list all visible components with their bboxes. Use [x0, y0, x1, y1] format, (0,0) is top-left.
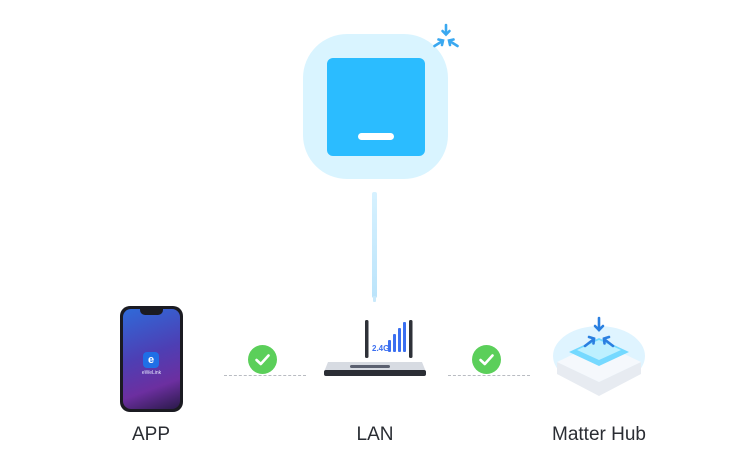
matter-device-indicator [358, 133, 394, 140]
app-lan-connector [224, 375, 306, 376]
check-icon [472, 345, 501, 374]
phone-screen: e eWeLink [123, 309, 180, 409]
phone-app-name: eWeLink [141, 370, 162, 376]
matter-hub-icon [553, 316, 645, 396]
router-icon: 2.4G [324, 320, 426, 376]
router-band-label: 2.4G [372, 344, 389, 353]
matter-hub-label: Matter Hub [552, 424, 646, 445]
phone-notch [140, 309, 163, 315]
matter-device-body [327, 58, 425, 156]
matter-icon [433, 23, 459, 48]
check-icon [248, 345, 277, 374]
connector-tip [373, 296, 376, 302]
phone-app-node: e eWeLink [120, 306, 183, 412]
lan-hub-connector [448, 375, 530, 376]
ewelink-app-icon: e [143, 352, 159, 368]
matter-device [303, 34, 448, 179]
lan-label: LAN [356, 424, 394, 445]
app-label: APP [131, 424, 171, 445]
device-router-connector [372, 192, 377, 298]
